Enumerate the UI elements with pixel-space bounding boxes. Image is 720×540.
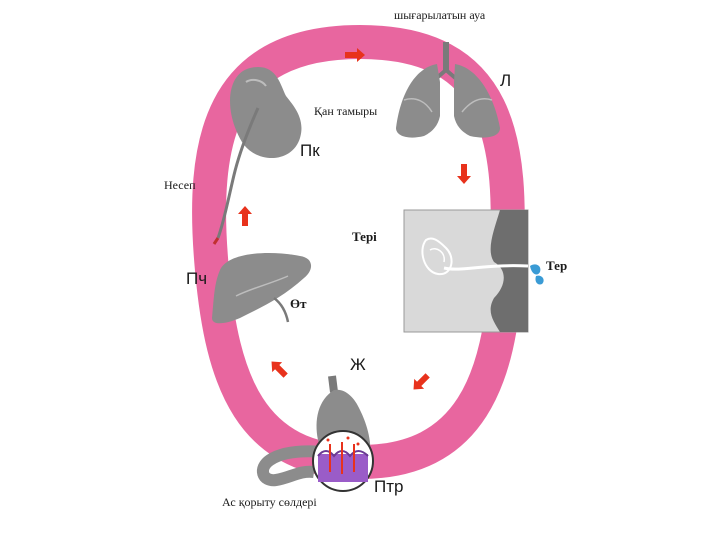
flow-arrow-up-left — [267, 357, 291, 381]
skin-label: Тері — [352, 230, 377, 243]
kidney-code-label: Пк — [300, 142, 320, 159]
blood-vessel-label: Қан тамыры — [314, 105, 377, 117]
lungs-code-label: Л — [500, 72, 511, 89]
liver-icon — [212, 253, 311, 323]
stomach-code-label: Ж — [350, 356, 366, 373]
sweat-label: Тер — [546, 259, 567, 272]
ureter-label: Несеп — [164, 179, 196, 191]
liver-code-label: Пч — [186, 270, 207, 287]
bile-label: Өт — [290, 297, 307, 310]
intestine-code-label: Птр — [374, 478, 403, 495]
flow-arrow-down-right — [457, 164, 471, 184]
exhaled-air-label: шығарылатын ауа — [394, 9, 485, 21]
flow-arrow-down-left — [409, 370, 433, 394]
skin-section-icon — [404, 210, 528, 332]
digestive-cells-label: Ас қорыту сөлдері — [222, 496, 317, 508]
sweat-drop-icon — [530, 264, 544, 284]
flow-arrow-up — [238, 206, 252, 226]
